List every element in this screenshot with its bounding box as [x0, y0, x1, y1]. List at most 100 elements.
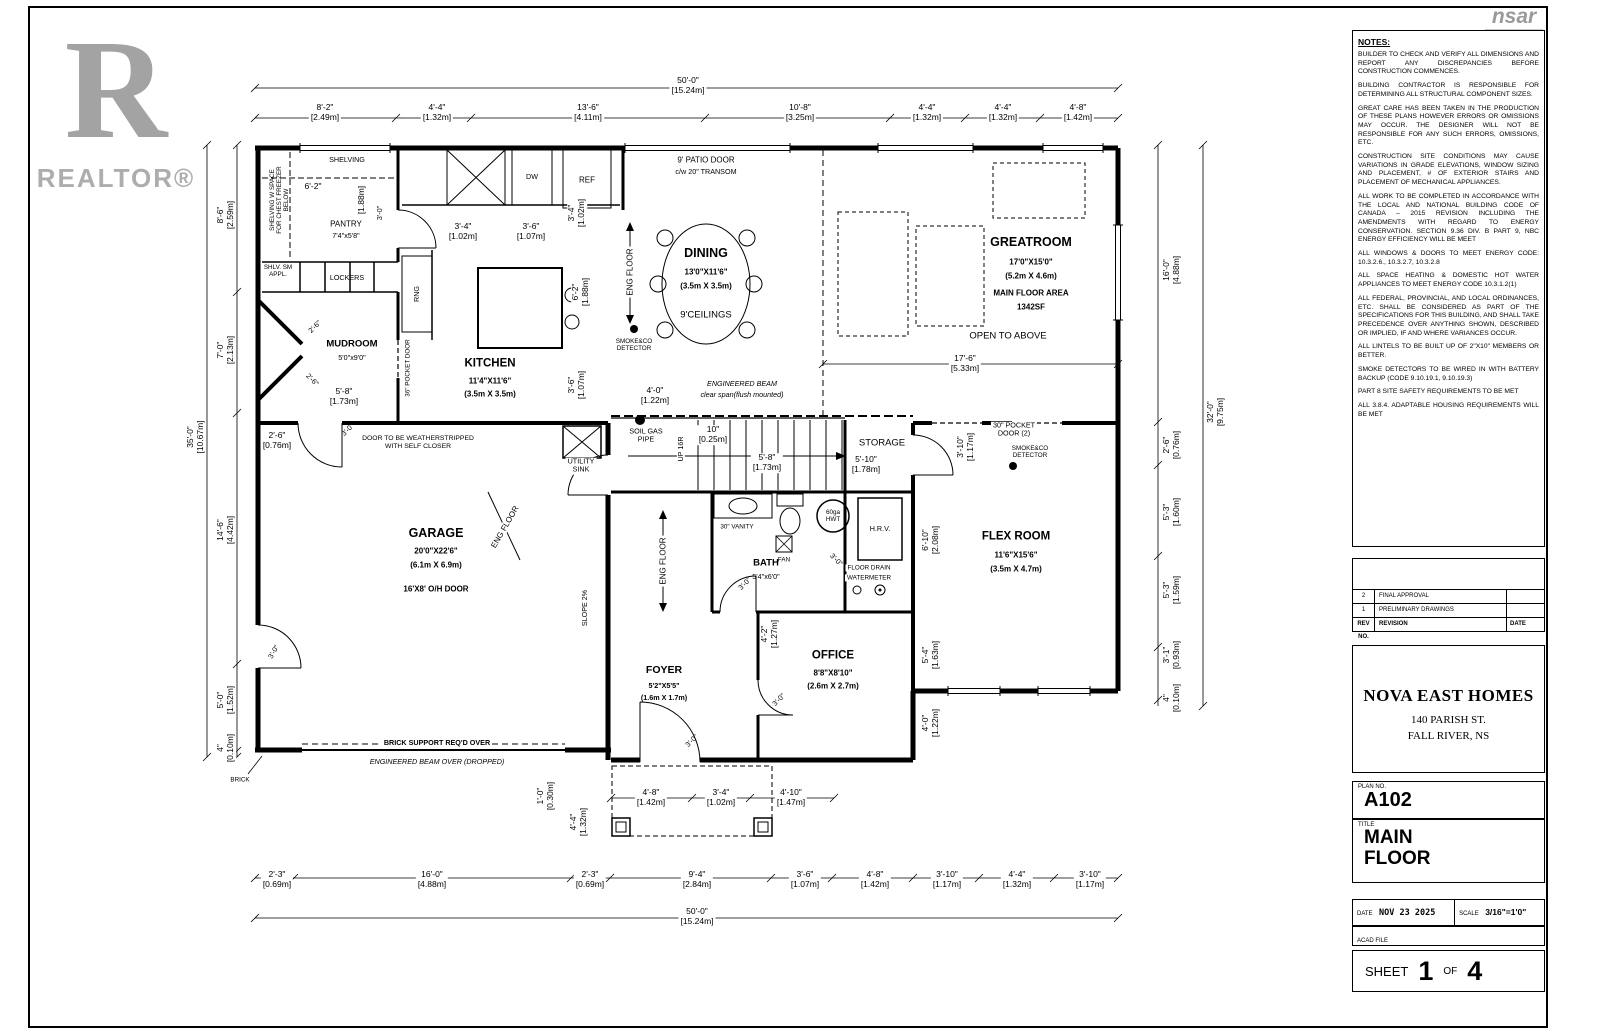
room-size: 20'0"X22'6" — [414, 546, 458, 556]
range-label: RNG — [411, 286, 421, 302]
engineered-beam-over-note: ENGINEERED BEAM OVER (DROPPED) — [367, 756, 507, 767]
dim-porch: 1'-0"[0.30m] — [535, 779, 556, 813]
dim-porch: 4'-4"[1.32m] — [568, 805, 589, 839]
drawing-title-label: TITLE — [1358, 822, 1375, 828]
note-paragraph: CONSTRUCTION SITE CONDITIONS MAY CAUSE V… — [1358, 153, 1539, 187]
dim-bottom-total: 50'-0"[15.24m] — [678, 906, 716, 927]
company-address-line1: 140 PARISH ST. — [1411, 714, 1486, 726]
drawing-title-line2: FLOOR — [1364, 847, 1431, 869]
revision-header-revision: REVISION — [1379, 621, 1408, 627]
room-size: 7'4"x5'8" — [332, 230, 360, 240]
dimension-lines — [202, 83, 1208, 923]
room-size: 13'0"X11'6" — [684, 267, 728, 277]
smoke-detector-dot — [1009, 462, 1017, 470]
scale-label: SCALE — [1459, 911, 1479, 917]
dim-bottom-inner: 4'-10"[1.47m] — [774, 787, 808, 808]
dim-bottom: 4'-4"[1.32m] — [1000, 869, 1034, 890]
revision-date — [1506, 590, 1544, 603]
room-label-dining: DINING — [684, 245, 728, 260]
dim-pantry: [1.88m] — [356, 183, 367, 217]
dim-bottom: 4'-8"[1.42m] — [858, 869, 892, 890]
realtor-logo: R REALTOR® — [36, 18, 196, 194]
dim-top: 4'-4"[1.32m] — [986, 102, 1020, 123]
room-label-bath: BATH — [753, 557, 779, 569]
note-paragraph: GREAT CARE HAS BEEN TAKEN IN THE PRODUCT… — [1358, 104, 1539, 147]
dim-left: 7'-0"[2.13m] — [215, 333, 236, 367]
scale-value: 3/16"=1'0" — [1485, 907, 1527, 917]
dim-bottom-inner: 4'-8"[1.42m] — [634, 787, 668, 808]
note-paragraph: ALL SPACE HEATING & DOMESTIC HOT WATER A… — [1358, 272, 1539, 289]
engineered-beam-label: clear span(flush mounted) — [698, 389, 786, 400]
note-paragraph: BUILDING CONTRACTOR IS RESPONSIBLE FOR D… — [1358, 82, 1539, 98]
dim-bottom: 2'-3"[0.69m] — [573, 869, 607, 890]
dim-flex: 6'-10"[2.08m] — [920, 523, 941, 557]
room-label-storage: STORAGE — [856, 437, 908, 450]
eng-floor-label: ENG FLOOR — [658, 535, 668, 587]
date-label: DATE — [1357, 911, 1373, 917]
lockers-millwork — [262, 204, 620, 340]
revision-table: 2 FINAL APPROVAL 1 PRELIMINARY DRAWINGS … — [1352, 558, 1545, 640]
dim-office: 4'-0"[1.22m] — [920, 706, 941, 740]
dim-bottom: 3'-10"[1.17m] — [930, 869, 964, 890]
floor-area-label: MAIN FLOOR AREA — [993, 288, 1069, 298]
pocket-door-36-label: 36" POCKET DOOR — [404, 337, 412, 399]
dim-left: 8'-6"[2.59m] — [215, 198, 236, 232]
plan-number-label: PLAN NO. — [1358, 784, 1387, 790]
dim-left-total: 35'-0"[10.67m] — [185, 418, 206, 456]
room-size-metric: (3.5m X 4.7m) — [990, 564, 1042, 574]
room-label-foyer: FOYER — [645, 663, 683, 676]
open-to-above-note: OPEN TO ABOVE — [969, 330, 1047, 342]
revision-number: 2 — [1353, 590, 1375, 603]
company-address-line2: FALL RIVER, NS — [1407, 729, 1490, 742]
sheet-label: SHEET — [1365, 963, 1409, 979]
shelving-label: SHELVING — [327, 154, 367, 165]
revision-header-row: REV NO. REVISION DATE — [1353, 617, 1544, 640]
dim-bottom-inner: 3'-4"[1.02m] — [704, 787, 738, 808]
dishwasher — [511, 149, 553, 206]
dim-greatroom: 17'-6"[5.33m] — [948, 353, 982, 374]
soil-gas-pipe-symbol — [635, 415, 645, 425]
title-block-panel: NOTES: BUILDER TO CHECK AND VERIFY ALL D… — [1350, 0, 1550, 1035]
room-size: 11'4"X11'6" — [468, 376, 512, 386]
notes-title: NOTES: — [1358, 37, 1391, 47]
room-size: 11'6"X15'6" — [994, 550, 1038, 560]
note-paragraph: SMOKE DETECTORS TO BE WIRED IN WITH BATT… — [1358, 365, 1539, 382]
room-size-metric: (5.2m X 4.6m) — [1005, 271, 1057, 281]
room-label-office: OFFICE — [811, 649, 855, 662]
window-seat-box — [446, 149, 506, 206]
dim-bottom: 2'-3"[0.69m] — [260, 869, 294, 890]
dim-right: 2'-6"[0.76m] — [1161, 428, 1182, 462]
pantry-shelving-line — [262, 152, 396, 260]
sheet-total: 4 — [1467, 955, 1483, 986]
dim-kitchen: 3'-4"[1.02m] — [446, 221, 480, 242]
room-size: 5'2"X5'5" — [648, 680, 680, 690]
note-paragraph: BUILDER TO CHECK AND VERIFY ALL DIMENSIO… — [1358, 51, 1539, 76]
sheet-number: 1 — [1418, 955, 1434, 986]
floor-drain-symbol — [852, 585, 862, 595]
drawing-title-box: TITLE MAIN FLOOR — [1352, 819, 1545, 883]
dim-mudroom: 5'-8"[1.73m] — [327, 386, 361, 407]
vanity-counter — [713, 493, 773, 519]
floor-area-value: 1342SF — [1016, 302, 1046, 312]
dim-bottom: 3'-10"[1.17m] — [1073, 869, 1107, 890]
dim-kitchen: 3'-4"[1.02m] — [566, 196, 587, 230]
revision-description: FINAL APPROVAL — [1379, 593, 1430, 599]
vanity-label: 30" VANITY — [718, 523, 756, 531]
patio-door-label: 9' PATIO DOOR — [675, 155, 737, 165]
revision-header-no: REV NO. — [1353, 618, 1375, 640]
front-porch — [611, 765, 773, 837]
sheet-of-label: OF — [1443, 965, 1458, 977]
company-box: NOVA EAST HOMES 140 PARISH ST. FALL RIVE… — [1352, 645, 1545, 773]
scale-cell: SCALE 3/16"=1'0" — [1455, 900, 1544, 925]
brick-support-note: BRICK SUPPORT REQ'D OVER — [381, 737, 493, 748]
toilet-bowl — [779, 507, 801, 535]
dim-riser: 10"[0.25m] — [696, 424, 730, 445]
room-size: 5'0"x9'0" — [338, 352, 366, 362]
room-size: 8'8"X8'10" — [813, 668, 853, 678]
room-label-greatroom: GREATROOM — [990, 234, 1072, 249]
realtor-logo-word: REALTOR® — [36, 162, 196, 193]
note-paragraph: ALL WINDOWS & DOORS TO MEET ENERGY CODE:… — [1358, 250, 1539, 266]
